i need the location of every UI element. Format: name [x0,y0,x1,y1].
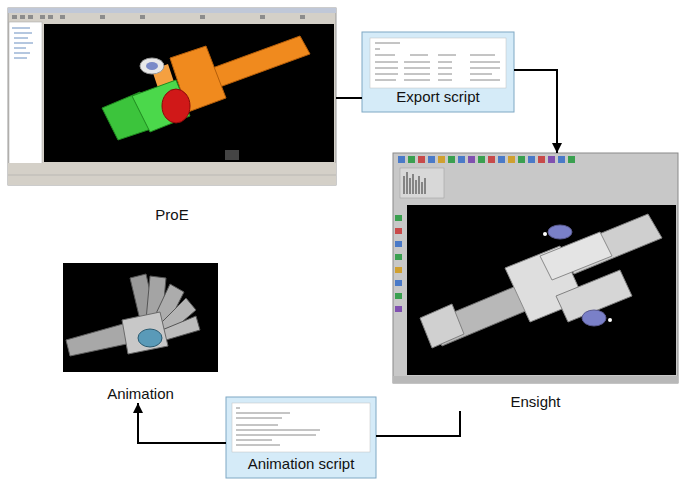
screenshot-node: ProE [8,8,336,224]
flow-connector [138,403,226,443]
proe-screenshot [8,8,336,185]
image-node: Animation [63,263,218,403]
caption-text: Animation [63,385,218,403]
caption-text: Ensight [393,393,678,411]
export-script-box [362,32,514,112]
screenshot-node: Ensight [393,153,678,411]
flow-connector [376,411,460,436]
animation-script-box [226,397,376,478]
caption-text: Export script [362,88,514,106]
flow-connector [514,70,557,153]
script-box: Animation script [226,397,376,478]
caption-text: Animation script [226,455,376,473]
flow-connector [336,97,362,99]
animation-image [63,263,218,372]
ensight-screenshot [393,153,678,383]
caption-text: ProE [8,206,336,224]
script-box: Export script [362,32,514,112]
